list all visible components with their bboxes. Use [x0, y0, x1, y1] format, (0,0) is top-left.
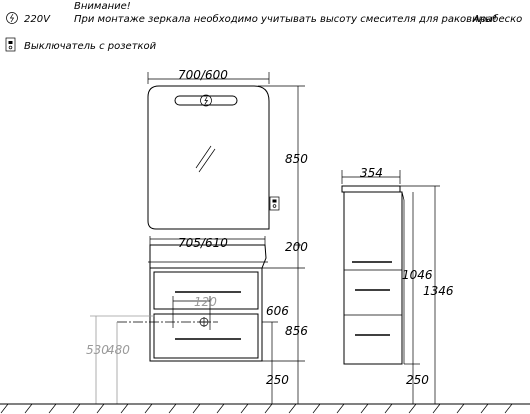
floor-hatch-mark [480, 403, 489, 414]
voltage-label: 220V [24, 14, 51, 25]
mirror-socket-icon [269, 196, 280, 211]
column-cabinet [341, 185, 405, 365]
floor-hatch-mark [432, 403, 441, 414]
warning-text: При монтаже зеркала необходимо учитывать… [74, 13, 497, 25]
column-width-dim: 354 [360, 166, 383, 180]
gap-above-basin-dim: 200 [285, 240, 308, 254]
floor-hatch-mark [120, 403, 129, 414]
switch-socket-icon [5, 37, 16, 52]
floor-line [0, 403, 530, 414]
floor-hatch-mark [96, 403, 105, 414]
floor-hatch-mark [192, 403, 201, 414]
column-floor-gap-dim: 250 [406, 373, 429, 387]
vanity-unit [149, 267, 263, 362]
drain-offset-dim: 120 [194, 295, 217, 309]
floor-hatch-mark [360, 403, 369, 414]
column-body-height-dim: 1046 [402, 268, 433, 282]
floor-hatch-mark [144, 403, 153, 414]
floor-hatch-mark [240, 403, 249, 414]
floor-hatch-mark [384, 403, 393, 414]
mirror [147, 85, 280, 230]
warning-title: Внимание! [74, 1, 131, 12]
floor-hatch-mark [24, 403, 33, 414]
glass-reflection-icon [195, 145, 216, 173]
drain-height-dim: 606 [266, 304, 289, 318]
floor-hatch-mark [168, 403, 177, 414]
floor-hatch-mark [312, 403, 321, 414]
pipe-height-b-dim: 480 [107, 343, 130, 357]
floor-hatch-mark [336, 403, 345, 414]
mirror-width-dim: 700/600 [178, 68, 228, 82]
pipe-height-a-dim: 530 [86, 343, 109, 357]
basin-width-dim: 705/610 [178, 236, 228, 250]
voltage-icon [6, 12, 18, 24]
floor-hatch-mark [408, 403, 417, 414]
model-name: Арабеско [472, 13, 522, 25]
floor-hatch-mark [0, 403, 9, 414]
floor-hatch-mark [48, 403, 57, 414]
vanity-floor-gap-dim: 250 [266, 373, 289, 387]
light-switch-icon [200, 94, 212, 107]
floor-hatch-mark [264, 403, 273, 414]
floor-hatch-mark [72, 403, 81, 414]
vanity-height-dim: 856 [285, 324, 308, 338]
floor-hatch-mark [216, 403, 225, 414]
column-total-height-dim: 1346 [423, 284, 454, 298]
floor-hatch-mark [288, 403, 297, 414]
drain-marker [117, 296, 218, 330]
basin [148, 244, 268, 269]
mirror-height-dim: 850 [285, 152, 308, 166]
switch-label: Выключатель с розеткой [24, 41, 157, 52]
floor-hatch-mark [504, 403, 513, 414]
floor-hatch-mark [456, 403, 465, 414]
